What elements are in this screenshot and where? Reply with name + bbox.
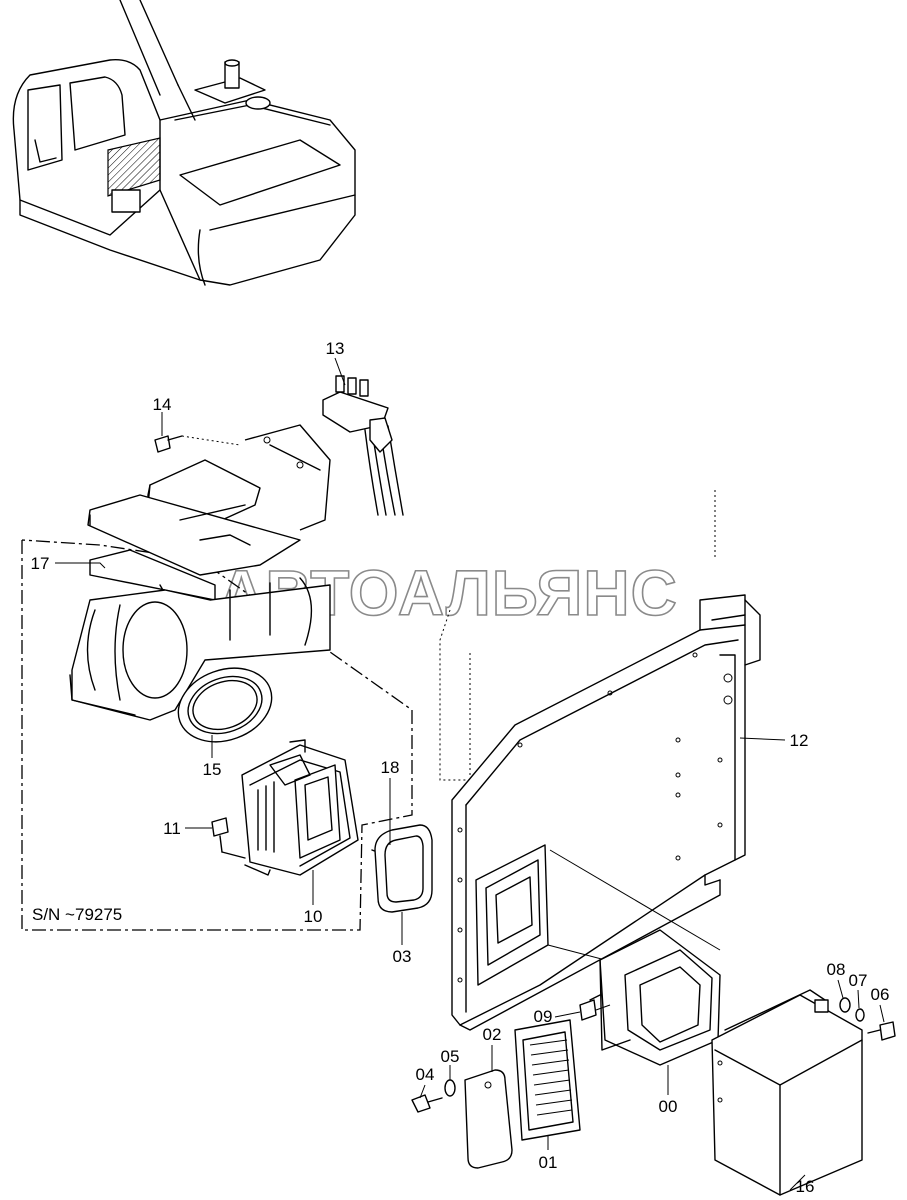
bolt-06 [867, 1021, 896, 1041]
callout-12: 12 [790, 731, 809, 750]
callout-18: 18 [381, 758, 400, 777]
controller-bracket [87, 424, 331, 621]
callout-labels: 13 14 17 12 15 18 11 10 03 02 05 04 01 0… [31, 339, 890, 1196]
washer-05 [444, 1079, 456, 1097]
callout-03: 03 [393, 947, 412, 966]
callout-14: 14 [153, 395, 172, 414]
bolt-14 [154, 435, 241, 453]
callout-09: 09 [534, 1007, 553, 1026]
lock-washer-07 [855, 1008, 865, 1022]
wing-bolt-04 [411, 1094, 443, 1113]
seal-ring-15 [177, 667, 273, 743]
gasket-03 [374, 824, 433, 913]
serial-note: S/N ~79275 [32, 905, 122, 924]
blower-unit [69, 577, 331, 721]
callout-07: 07 [849, 971, 868, 990]
callout-00: 00 [659, 1097, 678, 1116]
callout-04: 04 [416, 1065, 435, 1084]
callout-13: 13 [326, 339, 345, 358]
assembly-boundary [21, 539, 413, 931]
cab-frame [439, 490, 761, 1031]
callout-10: 10 [304, 907, 323, 926]
callout-06: 06 [871, 985, 890, 1004]
filter-element-01 [514, 1019, 581, 1141]
cover-plate-02 [464, 1069, 513, 1169]
callout-01: 01 [539, 1153, 558, 1172]
callout-08: 08 [827, 960, 846, 979]
air-duct-00 [589, 929, 721, 1066]
callout-05: 05 [441, 1047, 460, 1066]
washer-08 [839, 997, 851, 1013]
bolt-11 [211, 817, 246, 859]
callout-02: 02 [483, 1025, 502, 1044]
callout-11: 11 [163, 819, 181, 838]
filter-housing-10 [241, 739, 359, 876]
excavator-overview [12, 0, 356, 286]
box-cover-16 [711, 989, 863, 1196]
bolt-09 [579, 999, 611, 1021]
callout-15: 15 [203, 760, 222, 779]
connector-13 [322, 375, 404, 516]
callout-16: 16 [796, 1177, 815, 1196]
callout-17: 17 [31, 554, 50, 573]
leader-lines [55, 357, 885, 1191]
